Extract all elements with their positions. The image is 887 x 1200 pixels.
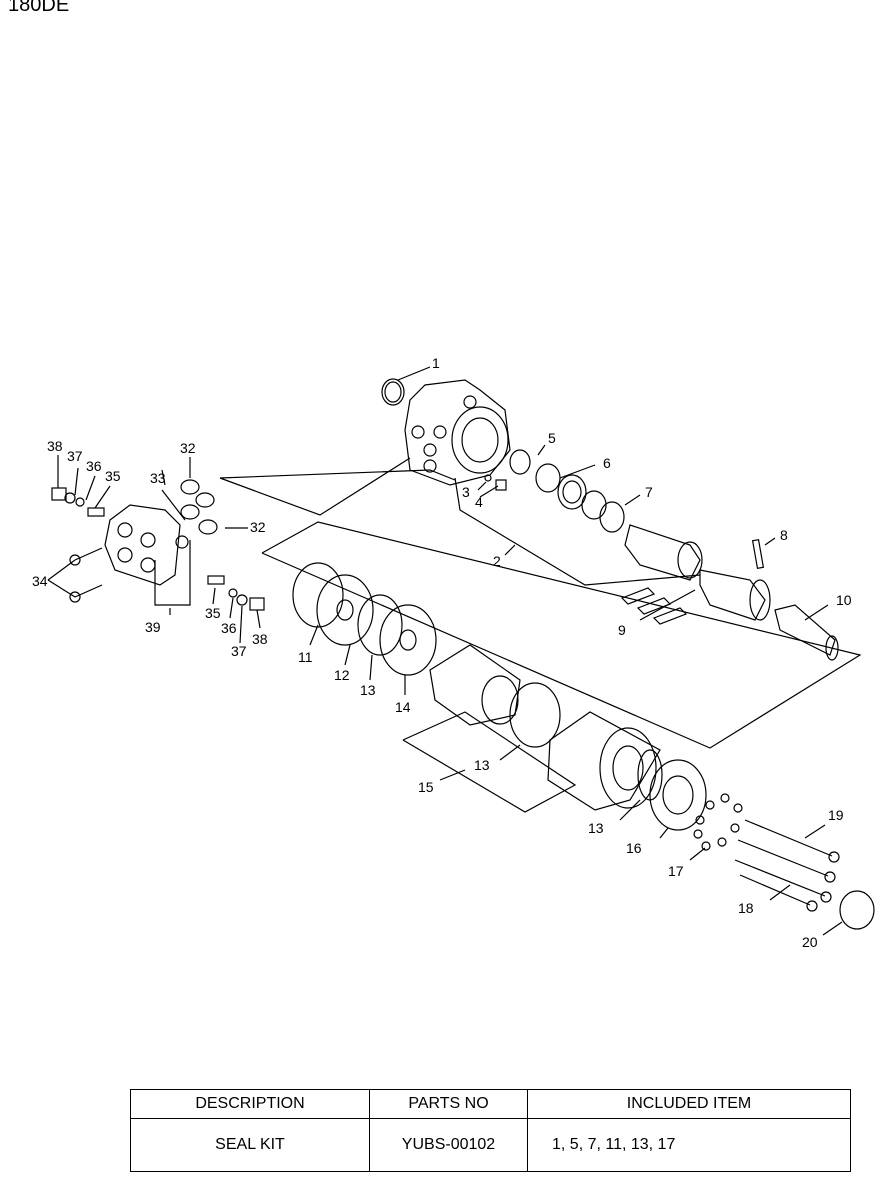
part-valve-block — [104, 504, 181, 586]
part-spool — [624, 524, 703, 581]
part-13-oring-b — [509, 682, 561, 748]
part-14-plate — [379, 604, 437, 676]
part-33-stud — [161, 489, 186, 521]
part-38-plug-b — [249, 597, 265, 611]
callout-33: 33 — [150, 470, 166, 486]
part-15-gerotor — [429, 644, 521, 726]
callout-16: 16 — [626, 840, 642, 856]
callout-35-a: 35 — [105, 468, 121, 484]
part-35-check-a — [87, 507, 105, 517]
assembly-line-main — [261, 521, 862, 749]
table-row: SEAL KIT YUBS-00102 1, 5, 7, 11, 13, 17 — [130, 1118, 851, 1172]
callout-1: 1 — [432, 355, 440, 371]
callout-9: 9 — [618, 622, 626, 638]
callout-5: 5 — [548, 430, 556, 446]
callout-14: 14 — [395, 699, 411, 715]
part-36-ring-a — [75, 497, 85, 507]
callout-7: 7 — [645, 484, 653, 500]
cell-description: SEAL KIT — [130, 1118, 370, 1172]
part-38-plug-a — [51, 487, 67, 501]
callout-37-a: 37 — [67, 448, 83, 464]
leader-39 — [154, 540, 191, 606]
header-included-item: INCLUDED ITEM — [527, 1089, 851, 1119]
callout-38-a: 38 — [47, 438, 63, 454]
seal-kit-table: DESCRIPTION PARTS NO INCLUDED ITEM SEAL … — [130, 1089, 851, 1172]
callout-36-b: 36 — [221, 620, 237, 636]
part-32-oring-b — [198, 519, 218, 535]
callout-8: 8 — [780, 527, 788, 543]
callout-3: 3 — [462, 484, 470, 500]
part-7-oring — [599, 501, 625, 533]
part-13-oring-a — [357, 594, 403, 656]
callout-13-b: 13 — [474, 757, 490, 773]
part-8-pin — [751, 538, 765, 570]
callout-11: 11 — [298, 649, 313, 665]
callout-12: 12 — [334, 667, 350, 683]
callout-13-c: 13 — [588, 820, 604, 836]
part-end-cap — [547, 711, 661, 811]
part-37-ring-a — [64, 492, 76, 504]
callout-20: 20 — [802, 934, 818, 950]
part-12-plate — [316, 574, 374, 646]
part-2-housing — [404, 379, 511, 486]
callout-32-a: 32 — [180, 440, 196, 456]
callout-6: 6 — [603, 455, 611, 471]
callout-15: 15 — [418, 779, 434, 795]
callout-17: 17 — [668, 863, 684, 879]
part-17-washers — [693, 793, 743, 851]
table-header-row: DESCRIPTION PARTS NO INCLUDED ITEM — [130, 1089, 851, 1119]
callout-37-b: 37 — [231, 643, 247, 659]
part-4-plug — [495, 479, 507, 491]
header-description: DESCRIPTION — [130, 1089, 370, 1119]
callout-2: 2 — [493, 553, 501, 569]
callout-34: 34 — [32, 573, 48, 589]
assembly-line-2 — [219, 457, 456, 516]
callout-10: 10 — [836, 592, 852, 608]
part-1-oring — [381, 378, 405, 406]
callout-4: 4 — [475, 494, 483, 510]
callout-18: 18 — [738, 900, 754, 916]
part-37-ring-b — [236, 594, 248, 606]
part-6-bearing — [535, 463, 607, 520]
part-20-cap — [839, 890, 875, 930]
part-36-ring-b — [228, 588, 238, 598]
callout-35-b: 35 — [205, 605, 221, 621]
cell-parts-no: YUBS-00102 — [369, 1118, 528, 1172]
part-16-plate — [649, 759, 707, 831]
header-parts-no: PARTS NO — [369, 1089, 528, 1119]
part-5-oring — [509, 449, 531, 475]
part-32-oring-a — [180, 479, 200, 495]
callout-39: 39 — [145, 619, 161, 635]
model-title: 180DE — [8, 0, 70, 16]
callout-36-a: 36 — [86, 458, 102, 474]
part-3-ball — [484, 474, 492, 482]
callout-32-b: 32 — [250, 519, 266, 535]
part-35-check-b — [207, 575, 225, 585]
assembly-line-15 — [402, 711, 577, 813]
part-sleeve — [699, 569, 771, 621]
leader-2 — [454, 477, 701, 586]
part-11-oring — [292, 562, 344, 628]
exploded-parts-diagram: 1 2 3 4 5 6 7 8 9 10 11 12 13 13 13 14 1… — [32, 355, 875, 950]
callout-labels: 1 2 3 4 5 6 7 8 9 10 11 12 13 13 13 14 1… — [32, 355, 852, 950]
callout-38-b: 38 — [252, 631, 268, 647]
part-10-driveshaft — [774, 604, 839, 661]
cell-included-item: 1, 5, 7, 11, 13, 17 — [527, 1118, 851, 1172]
part-9-springs — [620, 587, 688, 625]
part-18-19-bolts — [734, 819, 840, 912]
callout-19: 19 — [828, 807, 844, 823]
callout-13-a: 13 — [360, 682, 376, 698]
